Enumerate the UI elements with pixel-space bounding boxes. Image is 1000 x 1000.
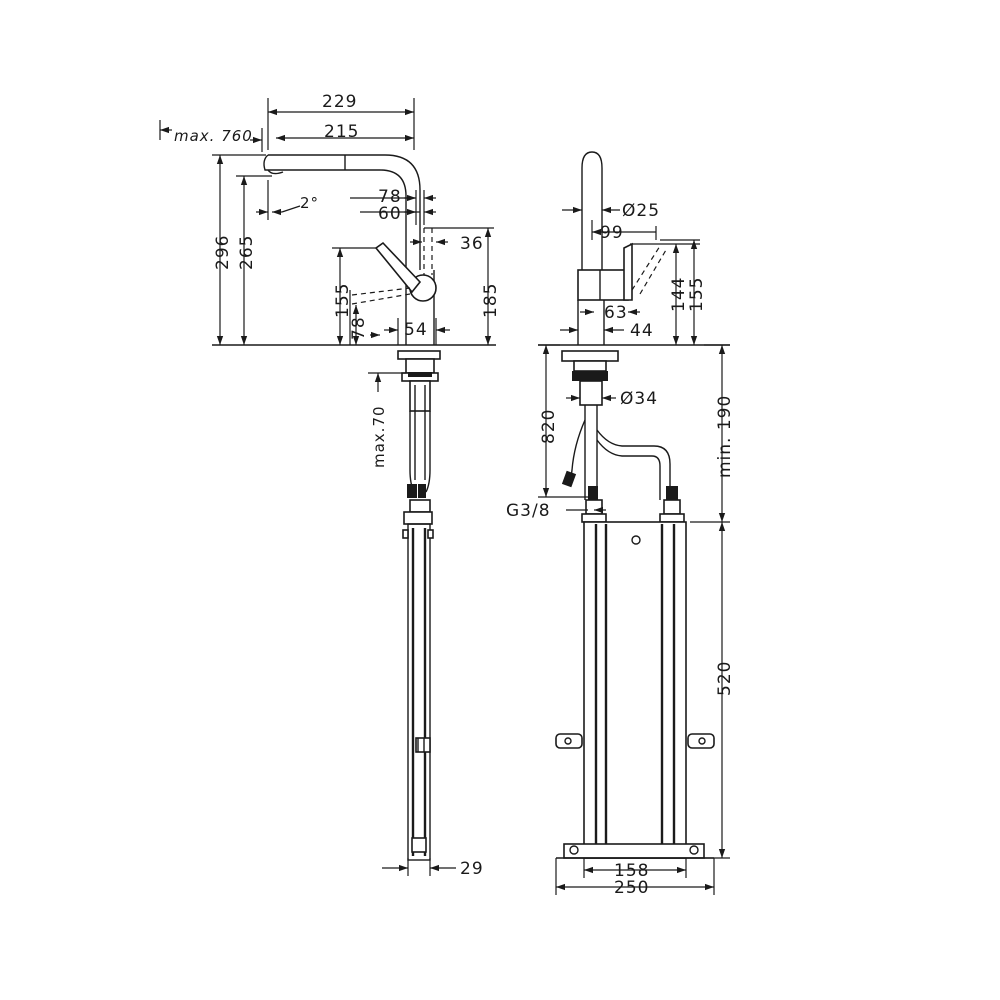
- side-dimensions: [159, 98, 494, 876]
- label-max-70: max.70: [370, 405, 388, 468]
- side-mounting-shank: [397, 350, 441, 412]
- side-view: 229 215 max. 760 296 265 2° 78 60 36 155…: [159, 92, 501, 879]
- label-155-side: 155: [333, 283, 353, 318]
- front-mounting-shank: [561, 350, 619, 500]
- label-78-top: 78: [378, 187, 402, 207]
- label-min-190: min. 190: [715, 395, 735, 478]
- label-78-bottom: 78: [349, 316, 369, 340]
- side-faucet-spout: [263, 154, 421, 270]
- label-229: 229: [322, 92, 357, 112]
- front-housing-box: [555, 521, 715, 859]
- label-185: 185: [481, 283, 501, 318]
- label-29: 29: [460, 859, 484, 879]
- front-view: Ø25 99 144 155 63 44 820 Ø34 min. 190 G3…: [506, 151, 735, 898]
- label-54: 54: [404, 320, 428, 340]
- label-99: 99: [600, 223, 624, 243]
- front-dimensions: [538, 206, 730, 895]
- front-supply-hoses: [561, 419, 685, 523]
- side-hoses: [407, 411, 431, 498]
- label-g-3-8: G3/8: [506, 501, 551, 521]
- label-155-front: 155: [687, 277, 707, 312]
- label-60: 60: [378, 204, 402, 224]
- label-diameter-25: Ø25: [622, 201, 660, 221]
- label-diameter-34: Ø34: [620, 389, 658, 409]
- front-labels: Ø25 99 144 155 63 44 820 Ø34 min. 190 G3…: [506, 201, 735, 898]
- label-265: 265: [237, 235, 257, 270]
- label-2-degree: 2°: [300, 194, 319, 212]
- label-36: 36: [460, 234, 484, 254]
- label-820: 820: [539, 409, 559, 444]
- label-520: 520: [715, 661, 735, 696]
- label-144: 144: [669, 277, 689, 312]
- front-faucet-column: [577, 151, 667, 345]
- label-44: 44: [630, 321, 654, 341]
- side-faucet-column: [351, 228, 437, 345]
- label-215: 215: [324, 122, 359, 142]
- side-hose-guide: [402, 499, 434, 861]
- label-max-760: max. 760: [174, 127, 253, 145]
- label-158: 158: [614, 861, 649, 881]
- side-labels: 229 215 max. 760 296 265 2° 78 60 36 155…: [174, 92, 501, 879]
- label-250: 250: [614, 878, 649, 898]
- label-63: 63: [604, 303, 628, 323]
- label-296: 296: [213, 235, 233, 270]
